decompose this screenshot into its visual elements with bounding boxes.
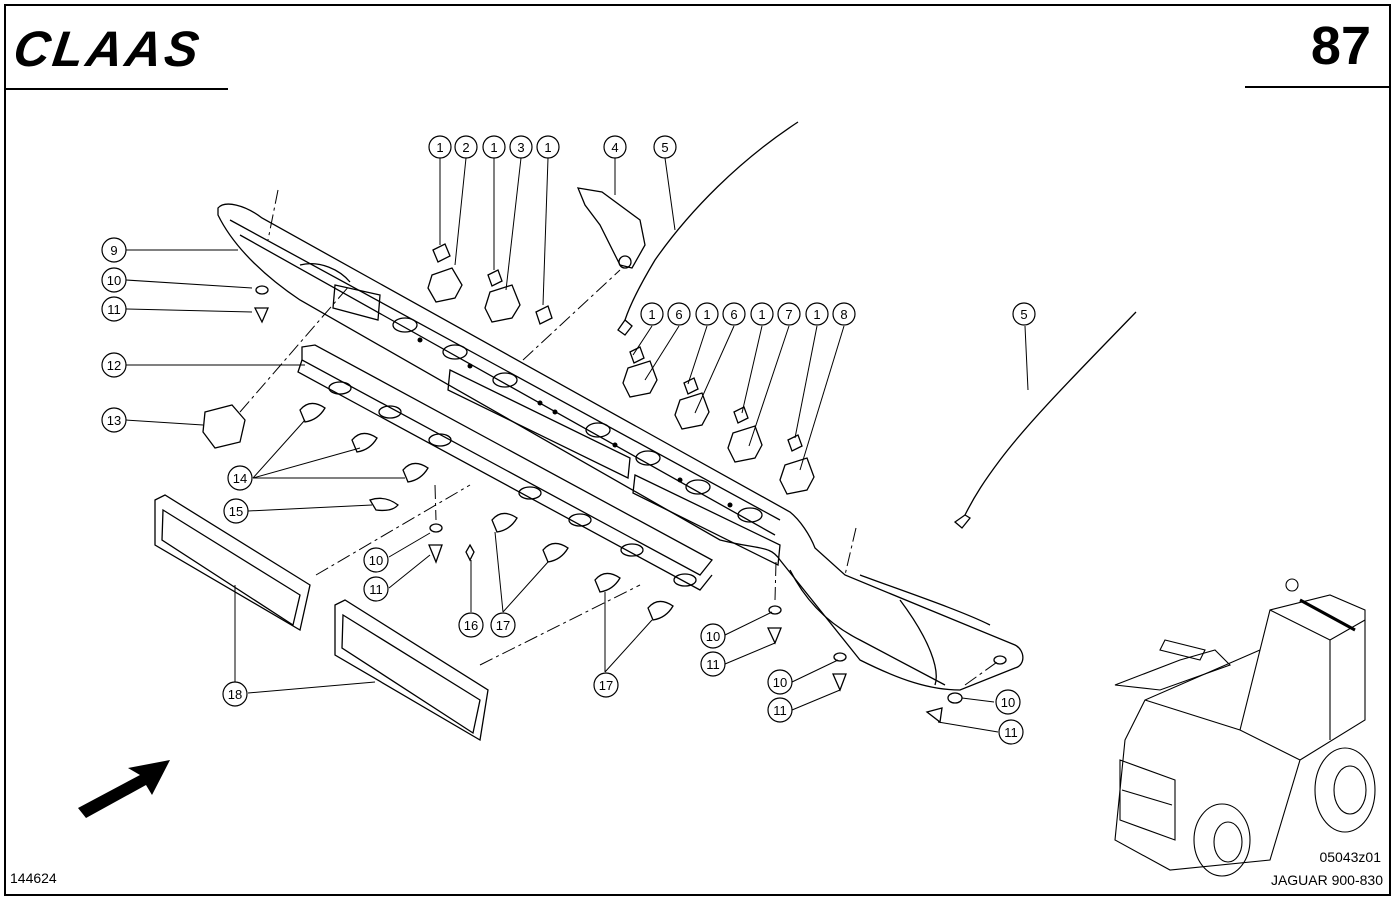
svg-text:13: 13 bbox=[107, 413, 121, 428]
svg-text:15: 15 bbox=[229, 504, 243, 519]
svg-text:10: 10 bbox=[369, 553, 383, 568]
callout-17a: 17 bbox=[490, 612, 516, 638]
callout-3: 3 bbox=[509, 135, 533, 159]
callout-10b: 10 bbox=[363, 547, 389, 573]
svg-text:5: 5 bbox=[1020, 307, 1027, 322]
callout-11a: 11 bbox=[101, 296, 127, 322]
svg-text:16: 16 bbox=[464, 618, 478, 633]
direction-arrow-icon bbox=[78, 760, 170, 818]
svg-text:10: 10 bbox=[1001, 695, 1015, 710]
callout-11d: 11 bbox=[767, 697, 793, 723]
callout-14: 14 bbox=[227, 465, 253, 491]
callout-10e: 10 bbox=[995, 689, 1021, 715]
callout-1c: 1 bbox=[536, 135, 560, 159]
callout-17b: 17 bbox=[593, 672, 619, 698]
harvester-thumbnail bbox=[1114, 578, 1376, 877]
callout-1g: 1 bbox=[805, 302, 829, 326]
svg-text:10: 10 bbox=[706, 629, 720, 644]
svg-text:10: 10 bbox=[773, 675, 787, 690]
callout-15: 15 bbox=[223, 498, 249, 524]
drawing-number: 144624 bbox=[10, 870, 57, 886]
svg-text:11: 11 bbox=[107, 302, 121, 317]
model-name: JAGUAR 900-830 bbox=[1270, 872, 1383, 888]
svg-text:2: 2 bbox=[462, 140, 469, 155]
svg-text:1: 1 bbox=[813, 307, 820, 322]
callout-10a: 10 bbox=[101, 267, 127, 293]
svg-text:12: 12 bbox=[107, 358, 121, 373]
callout-16: 16 bbox=[458, 612, 484, 638]
callout-5a: 5 bbox=[653, 135, 677, 159]
callout-8: 8 bbox=[832, 302, 856, 326]
svg-text:3: 3 bbox=[517, 140, 524, 155]
svg-text:10: 10 bbox=[107, 273, 121, 288]
claas-logo: CLAAS bbox=[16, 22, 205, 72]
svg-text:14: 14 bbox=[233, 471, 247, 486]
header-rule-right bbox=[1245, 86, 1391, 88]
svg-text:8: 8 bbox=[840, 307, 847, 322]
page-number: 87 bbox=[1310, 16, 1371, 76]
svg-text:17: 17 bbox=[496, 618, 510, 633]
svg-text:6: 6 bbox=[675, 307, 682, 322]
callout-18: 18 bbox=[222, 681, 248, 707]
callout-4: 4 bbox=[603, 135, 627, 159]
svg-text:11: 11 bbox=[1004, 725, 1018, 740]
callout-10d: 10 bbox=[767, 669, 793, 695]
callout-1b: 1 bbox=[482, 135, 506, 159]
callout-7: 7 bbox=[777, 302, 801, 326]
svg-text:1: 1 bbox=[648, 307, 655, 322]
header-rule-left bbox=[4, 88, 228, 90]
svg-text:11: 11 bbox=[706, 657, 720, 672]
svg-text:17: 17 bbox=[599, 678, 613, 693]
reference-code: 05043z01 bbox=[1319, 849, 1381, 865]
svg-text:9: 9 bbox=[110, 243, 117, 258]
svg-text:1: 1 bbox=[436, 140, 443, 155]
callout-1d: 1 bbox=[640, 302, 664, 326]
callout-13: 13 bbox=[101, 407, 127, 433]
callout-1f: 1 bbox=[750, 302, 774, 326]
svg-text:4: 4 bbox=[611, 140, 618, 155]
callout-10c: 10 bbox=[700, 623, 726, 649]
svg-text:1: 1 bbox=[544, 140, 551, 155]
callout-5b: 5 bbox=[1012, 302, 1036, 326]
svg-text:1: 1 bbox=[758, 307, 765, 322]
svg-text:7: 7 bbox=[785, 307, 792, 322]
callout-11c: 11 bbox=[700, 651, 726, 677]
callout-9: 9 bbox=[101, 237, 127, 263]
logo-text: CLAAS bbox=[16, 22, 205, 72]
svg-text:18: 18 bbox=[228, 687, 242, 702]
callout-1a: 1 bbox=[428, 135, 452, 159]
svg-text:11: 11 bbox=[369, 582, 383, 597]
page-frame bbox=[4, 4, 1391, 896]
svg-text:11: 11 bbox=[773, 703, 787, 718]
svg-text:6: 6 bbox=[730, 307, 737, 322]
callout-6a: 6 bbox=[667, 302, 691, 326]
callout-1e: 1 bbox=[695, 302, 719, 326]
callout-11b: 11 bbox=[363, 576, 389, 602]
callout-6b: 6 bbox=[722, 302, 746, 326]
callout-11e: 11 bbox=[998, 719, 1024, 745]
svg-text:5: 5 bbox=[661, 140, 668, 155]
svg-text:1: 1 bbox=[703, 307, 710, 322]
callout-12: 12 bbox=[101, 352, 127, 378]
svg-text:1: 1 bbox=[490, 140, 497, 155]
callout-2: 2 bbox=[454, 135, 478, 159]
